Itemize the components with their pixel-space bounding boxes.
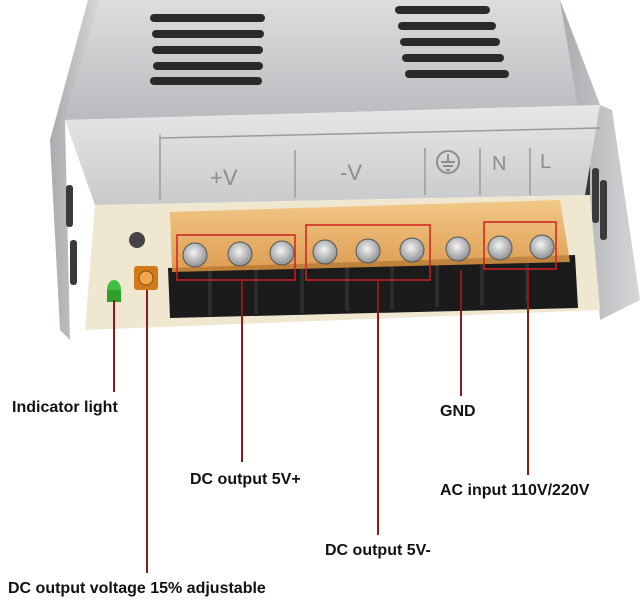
front-panel xyxy=(65,105,600,205)
label-dc-adjust: DC output voltage 15% adjustable xyxy=(8,580,266,597)
vent-slots xyxy=(150,6,509,85)
highlight-ac-input xyxy=(483,221,557,270)
housing-right-side xyxy=(560,0,640,320)
panel-dividers xyxy=(159,127,601,200)
highlight-boxes xyxy=(176,221,557,281)
earth-ground-icon xyxy=(436,150,460,174)
highlight-dc-minus xyxy=(305,224,431,281)
label-ac-input: AC input 110V/220V xyxy=(440,482,590,499)
marking-minus-v: -V xyxy=(340,160,362,185)
housing-left-side xyxy=(50,0,100,340)
housing-top xyxy=(65,0,600,120)
label-dc-output-plus: DC output 5V+ xyxy=(190,471,301,488)
callout-lines xyxy=(113,270,529,573)
marking-plus-v: +V xyxy=(210,165,238,190)
marking-l: L xyxy=(540,151,551,173)
terminal-block xyxy=(168,255,578,318)
indicator-led xyxy=(107,280,121,302)
terminal-screws xyxy=(182,234,555,268)
pcb-component xyxy=(129,232,145,248)
highlight-dc-plus xyxy=(176,234,296,281)
adjust-potentiometer xyxy=(134,266,158,290)
marking-n: N xyxy=(492,153,506,175)
label-indicator-light: Indicator light xyxy=(12,399,118,416)
label-dc-output-minus: DC output 5V- xyxy=(325,542,431,559)
label-gnd: GND xyxy=(440,403,476,420)
